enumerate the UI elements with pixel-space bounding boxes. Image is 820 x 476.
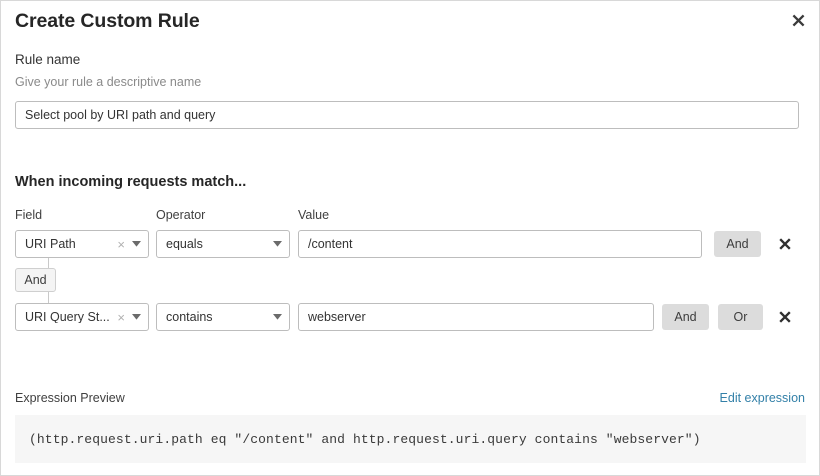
delete-row-2-icon[interactable]	[775, 303, 795, 331]
close-icon[interactable]	[785, 7, 811, 33]
expression-preview-label: Expression Preview	[15, 391, 125, 405]
chevron-down-icon[interactable]	[271, 304, 283, 330]
rule-name-input[interactable]	[15, 101, 799, 129]
value-input-row-1[interactable]	[298, 230, 702, 258]
and-button-row-1[interactable]: And	[714, 231, 761, 257]
connector-line-top	[48, 258, 49, 269]
clear-icon[interactable]: ×	[117, 309, 125, 325]
operator-select-row-1[interactable]: equals	[156, 230, 290, 258]
operator-select-value-row-1: equals	[166, 237, 203, 251]
column-header-field: Field	[15, 208, 43, 222]
column-header-operator: Operator	[156, 208, 206, 222]
condition-row: URI Query St... × contains And Or	[1, 303, 819, 331]
rule-name-label: Rule name	[15, 52, 81, 67]
rule-name-help-text: Give your rule a descriptive name	[15, 75, 202, 89]
group-connector-and[interactable]: And	[15, 268, 56, 292]
field-select-value-row-2: URI Query St...	[25, 310, 110, 324]
expression-preview-code: (http.request.uri.path eq "/content" and…	[15, 415, 806, 463]
operator-select-row-2[interactable]: contains	[156, 303, 290, 331]
field-select-value-row-1: URI Path	[25, 237, 76, 251]
chevron-down-icon[interactable]	[271, 231, 283, 257]
delete-row-1-icon[interactable]	[775, 230, 795, 258]
clear-icon[interactable]: ×	[117, 236, 125, 252]
and-button-row-2[interactable]: And	[662, 304, 709, 330]
column-header-value: Value	[298, 208, 330, 222]
operator-select-value-row-2: contains	[166, 310, 213, 324]
connector-line-bottom	[48, 292, 49, 303]
field-select-row-2[interactable]: URI Query St... ×	[15, 303, 149, 331]
value-input-row-2[interactable]	[298, 303, 654, 331]
or-button-row-2[interactable]: Or	[718, 304, 763, 330]
edit-expression-link[interactable]: Edit expression	[719, 391, 805, 405]
chevron-down-icon[interactable]	[130, 304, 142, 330]
conditions-heading: When incoming requests match...	[15, 174, 247, 190]
field-select-row-1[interactable]: URI Path ×	[15, 230, 149, 258]
chevron-down-icon[interactable]	[130, 231, 142, 257]
dialog-title: Create Custom Rule	[15, 10, 200, 32]
condition-row: URI Path × equals And	[1, 230, 819, 258]
